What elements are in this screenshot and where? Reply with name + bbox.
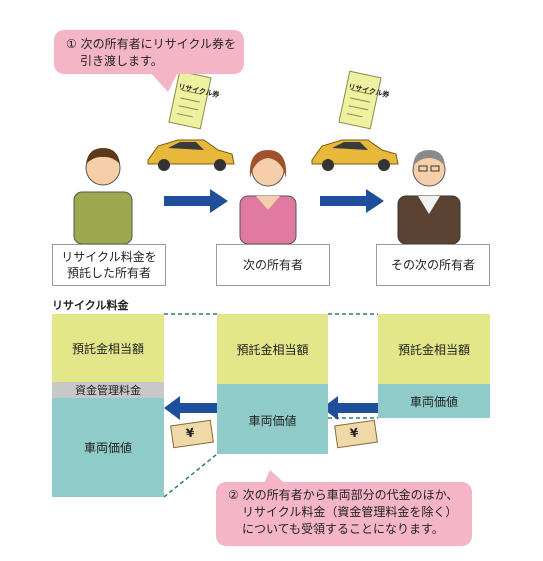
col2-vehicle-text: 車両価値	[248, 414, 297, 428]
col1-management-text: 資金管理料金	[75, 384, 141, 397]
col2-vehicle: 車両価値	[217, 384, 328, 454]
col1-deposit: 預託金相当額	[52, 314, 164, 382]
bubble-top-tail	[150, 72, 178, 92]
yen-note-1	[170, 419, 214, 449]
col1-vehicle-text: 車両価値	[83, 441, 132, 455]
recycle-ticket-1	[168, 70, 212, 130]
car-1	[147, 139, 235, 171]
col3-vehicle-text: 車両価値	[409, 394, 458, 409]
transfer-arrow-2	[320, 189, 384, 213]
col3-deposit-text: 預託金相当額	[397, 342, 470, 357]
label-first-owner-line1: リサイクル料金を	[61, 250, 157, 264]
person-next-owner	[239, 150, 297, 245]
person-following-owner	[397, 150, 461, 245]
yen-note-2	[334, 419, 378, 449]
bubble-bottom-line3: についても受領することになります。	[242, 522, 444, 536]
col2-deposit: 預託金相当額	[217, 314, 328, 384]
speech-bubble-bottom: ② 次の所有者から車両部分の代金のほか、 リサイクル料金（資金管理料金を除く） …	[216, 482, 472, 546]
col1-vehicle: 車両価値	[52, 398, 164, 497]
col3-vehicle: 車両価値	[378, 384, 490, 418]
payment-arrow-2	[322, 396, 378, 420]
payment-arrow-1	[164, 396, 221, 420]
section-title: リサイクル料金	[52, 299, 129, 312]
label-next-owner-text: 次の所有者	[242, 258, 303, 272]
bubble-top-line1: ① 次の所有者にリサイクル券を	[66, 37, 236, 51]
bubble-bottom-line1: ② 次の所有者から車両部分の代金のほか、	[228, 488, 459, 502]
label-first-owner: リサイクル料金を 預託した所有者	[52, 244, 166, 286]
label-following-owner: その次の所有者	[376, 244, 490, 286]
label-first-owner-line2: 預託した所有者	[66, 266, 151, 280]
speech-bubble-top: ① 次の所有者にリサイクル券を 引き渡します。	[54, 30, 244, 74]
col1-deposit-text: 預託金相当額	[71, 341, 144, 356]
col1-management-fee: 資金管理料金	[52, 382, 164, 398]
car-2	[311, 139, 399, 171]
label-following-owner-text: その次の所有者	[390, 258, 475, 272]
bubble-top-line2: 引き渡します。	[80, 54, 163, 68]
recycle-ticket-2	[338, 70, 382, 130]
label-next-owner: 次の所有者	[216, 244, 330, 286]
yen-symbol-1: ¥	[185, 425, 196, 441]
yen-symbol-2: ¥	[349, 425, 360, 441]
col2-deposit-text: 預託金相当額	[236, 342, 309, 357]
col3-deposit: 預託金相当額	[378, 314, 490, 384]
transfer-arrow-1	[164, 189, 228, 213]
bubble-bottom-line2: リサイクル料金（資金管理料金を除く）	[242, 505, 458, 519]
person-first-owner	[73, 148, 133, 245]
